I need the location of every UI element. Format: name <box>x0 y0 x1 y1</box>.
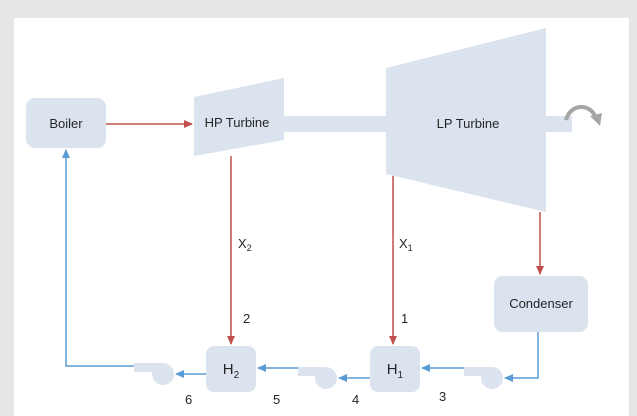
hp-turbine-shape <box>194 78 284 156</box>
heater-h2-box <box>206 346 256 392</box>
state-point-5: 5 <box>273 392 280 407</box>
heater-h2-label: H2 <box>223 361 240 381</box>
extraction-x1-label: X1 <box>399 236 413 253</box>
pump-icon <box>298 367 337 389</box>
pump-icon <box>134 363 174 385</box>
pump-to-boiler-line <box>62 149 134 367</box>
state-point-3: 3 <box>439 389 446 404</box>
hp-turbine-label: HP Turbine <box>205 115 270 130</box>
condenser-label: Condenser <box>509 296 573 311</box>
condenser-to-pump-line <box>504 332 539 382</box>
heater-h1-label: H1 <box>387 361 404 381</box>
heater-h1-box <box>370 346 420 392</box>
condenser-box <box>494 276 588 332</box>
boiler-box <box>26 98 106 148</box>
extraction-x2-label: X2 <box>238 236 252 253</box>
rotation-arrow-icon <box>564 105 602 126</box>
state-point-4: 4 <box>352 392 359 407</box>
state-point-1: 1 <box>401 311 408 326</box>
state-point-2: 2 <box>243 311 250 326</box>
lp-turbine-label: LP Turbine <box>437 116 500 131</box>
pump-icon <box>464 367 503 389</box>
boiler-label: Boiler <box>49 116 83 131</box>
state-point-6: 6 <box>185 392 192 407</box>
lp-turbine-shape <box>386 28 546 212</box>
